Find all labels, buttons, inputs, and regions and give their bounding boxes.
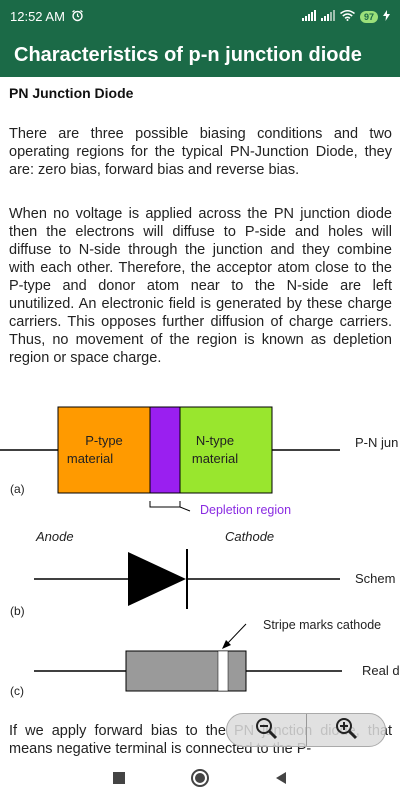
depletion-region <box>149 406 181 494</box>
label-c: (c) <box>10 684 24 698</box>
zoom-in-button[interactable] <box>305 714 386 746</box>
clock: 12:52 AM <box>10 9 65 24</box>
pn-junction-label: P-N jun <box>355 435 398 450</box>
pn-junction-diagram: P-type material N-type material P-N jun … <box>0 406 400 698</box>
signal-icon-1 <box>301 9 316 24</box>
cathode-label: Cathode <box>225 529 274 544</box>
paragraph-biasing: There are three possible biasing conditi… <box>9 126 392 178</box>
app-bar: Characteristics of p-n junction diode <box>0 33 400 77</box>
page-title: Characteristics of p-n junction diode <box>14 43 362 66</box>
battery-icon: 97 <box>359 10 378 23</box>
back-icon[interactable] <box>274 771 288 790</box>
diode-symbol <box>128 552 186 606</box>
p-type-region <box>57 406 151 494</box>
home-icon[interactable] <box>190 768 210 793</box>
status-bar: 12:52 AM 97 <box>0 0 400 33</box>
schematic-label: Schem <box>355 571 395 586</box>
stripe-label: Stripe marks cathode <box>263 618 381 632</box>
p-type-label-1: P-type <box>85 433 123 448</box>
depletion-label: Depletion region <box>200 503 291 517</box>
zoom-in-icon <box>334 716 358 745</box>
label-a: (a) <box>10 482 25 496</box>
recents-icon[interactable] <box>112 771 126 790</box>
signal-icon-2 <box>320 9 335 24</box>
doc-heading: PN Junction Diode <box>9 85 134 101</box>
depletion-bracket <box>149 501 181 508</box>
alarm-icon <box>71 9 84 25</box>
charging-icon <box>383 9 390 24</box>
zoom-out-icon <box>254 716 278 745</box>
zoom-out-button[interactable] <box>227 714 306 746</box>
cathode-stripe <box>217 650 229 692</box>
p-type-label-2: material <box>67 451 113 466</box>
label-b: (b) <box>10 604 25 618</box>
wifi-icon <box>340 9 355 24</box>
n-type-region <box>179 406 273 494</box>
real-diode-label: Real d <box>362 663 400 678</box>
n-type-label-1: N-type <box>196 433 234 448</box>
zoom-controls <box>226 713 386 747</box>
n-type-label-2: material <box>192 451 238 466</box>
content-area[interactable]: PN Junction Diode There are three possib… <box>0 77 400 760</box>
paragraph-no-voltage: When no voltage is applied across the PN… <box>9 206 392 366</box>
anode-label: Anode <box>35 529 74 544</box>
navigation-bar <box>0 760 400 800</box>
